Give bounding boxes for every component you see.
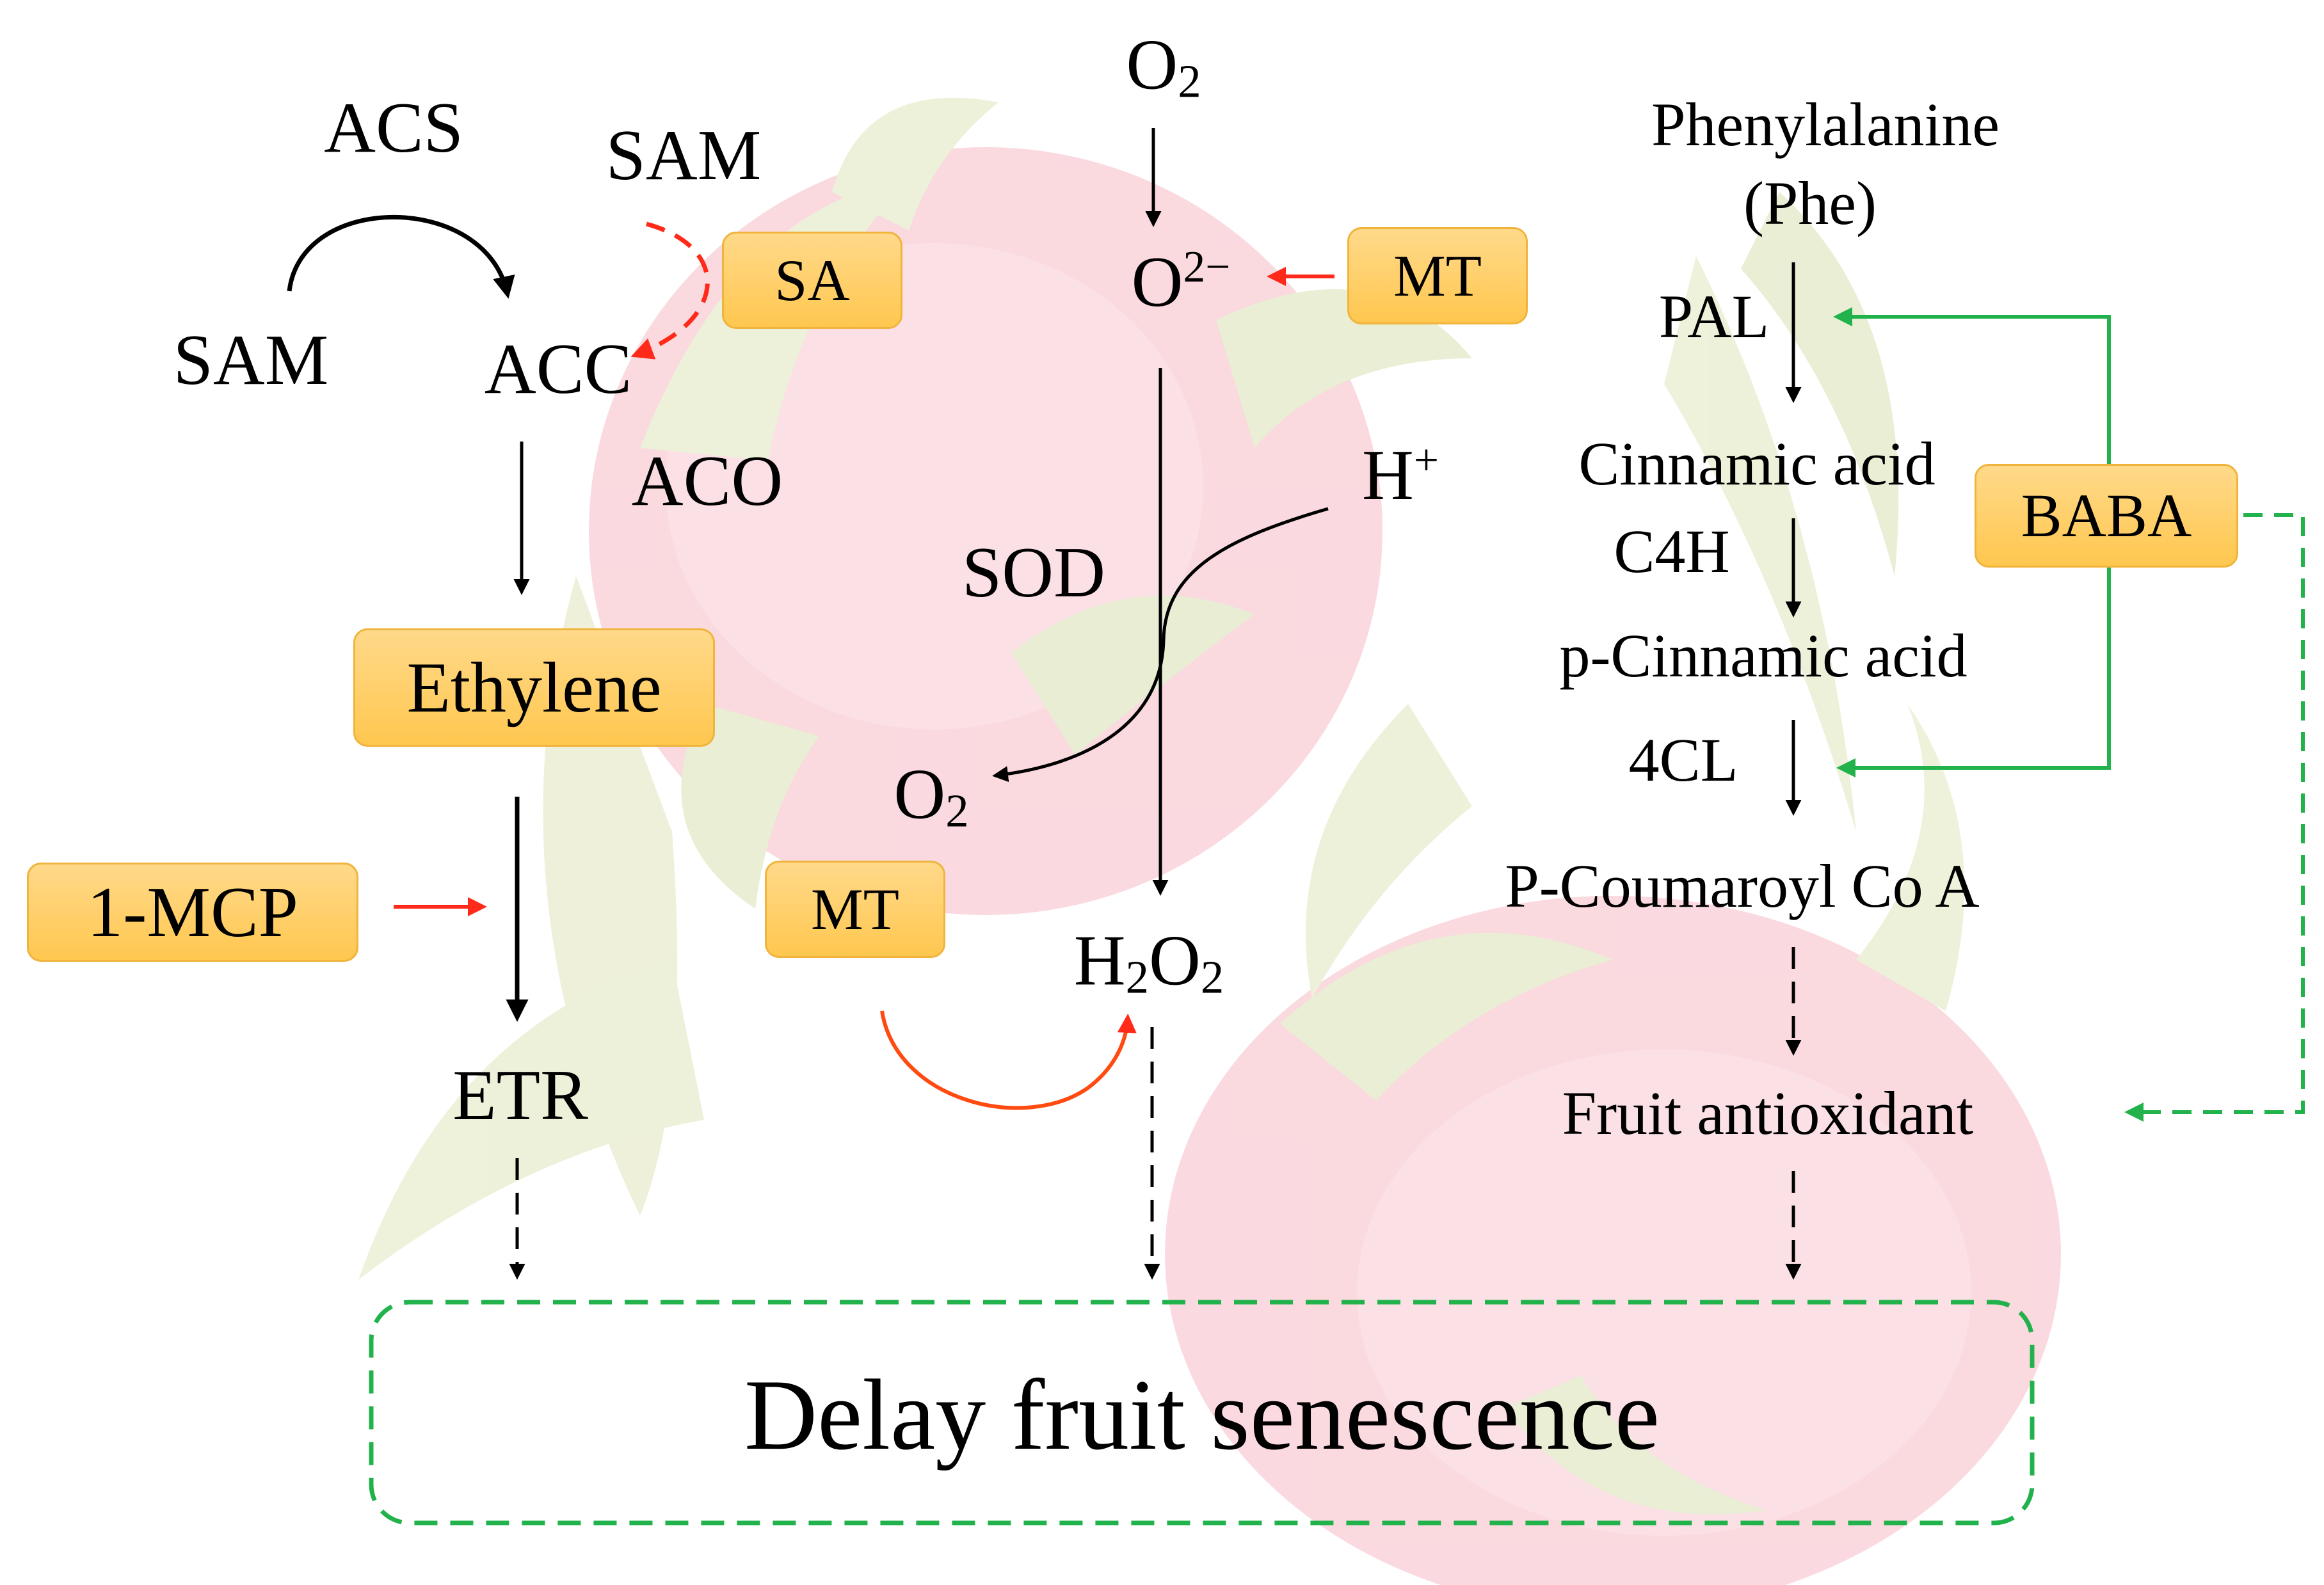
o2-top-label: O2	[1126, 25, 1201, 108]
sam-left-label: SAM	[173, 321, 329, 400]
c4h-label: C4H	[1614, 517, 1730, 585]
mt-bottom-box: MT	[765, 861, 945, 958]
dragon-fruit-bottom	[1165, 192, 2061, 1585]
etr-label: ETR	[453, 1056, 588, 1135]
acs-label: ACS	[324, 88, 463, 168]
acc-label: ACC	[484, 330, 632, 409]
p-cinnamic-acid-label: p-Cinnamic acid	[1559, 621, 1967, 690]
p-coumaroyl-coa-label: P-Coumaroyl Co A	[1505, 852, 1980, 920]
mt-top-box: MT	[1347, 227, 1528, 324]
superoxide-label: O2−	[1131, 242, 1231, 323]
o2-bottom-label: O2	[894, 754, 969, 837]
sa-box: SA	[722, 232, 902, 329]
phe-abbrev-label: (Phe)	[1743, 169, 1877, 237]
sod-label: SOD	[961, 533, 1106, 612]
mt-to-h2o2-curve	[880, 1010, 1137, 1110]
h-plus-to-o2-curve	[992, 507, 1329, 783]
baba-to-pal-line	[1833, 307, 2111, 467]
h2o2-label: H2O2	[1073, 921, 1224, 1003]
outcome-label: Delay fruit senescence	[744, 1359, 1660, 1471]
4cl-label: 4CL	[1628, 726, 1738, 794]
ethylene-box: Ethylene	[353, 628, 715, 747]
baba-box: BABA	[1975, 464, 2238, 568]
acs-curve-arrow	[287, 214, 515, 299]
baba-to-4cl-line	[1836, 563, 2111, 777]
sam-top-label: SAM	[605, 116, 762, 195]
outcome-frame	[369, 1300, 2035, 1525]
pal-label: PAL	[1658, 282, 1770, 351]
fruit-antioxidant-label: Fruit antioxidant	[1562, 1079, 1974, 1147]
mcp-box: 1-MCP	[27, 863, 358, 962]
h-plus-label: H+	[1361, 435, 1439, 516]
aco-label: ACO	[631, 442, 783, 521]
cinnamic-acid-label: Cinnamic acid	[1578, 429, 1935, 498]
baba-to-antioxidant-dashed-line	[2124, 513, 2305, 1122]
sa-dashed-arrow	[630, 221, 710, 360]
phenylalanine-label: Phenylalanine	[1651, 90, 1999, 159]
